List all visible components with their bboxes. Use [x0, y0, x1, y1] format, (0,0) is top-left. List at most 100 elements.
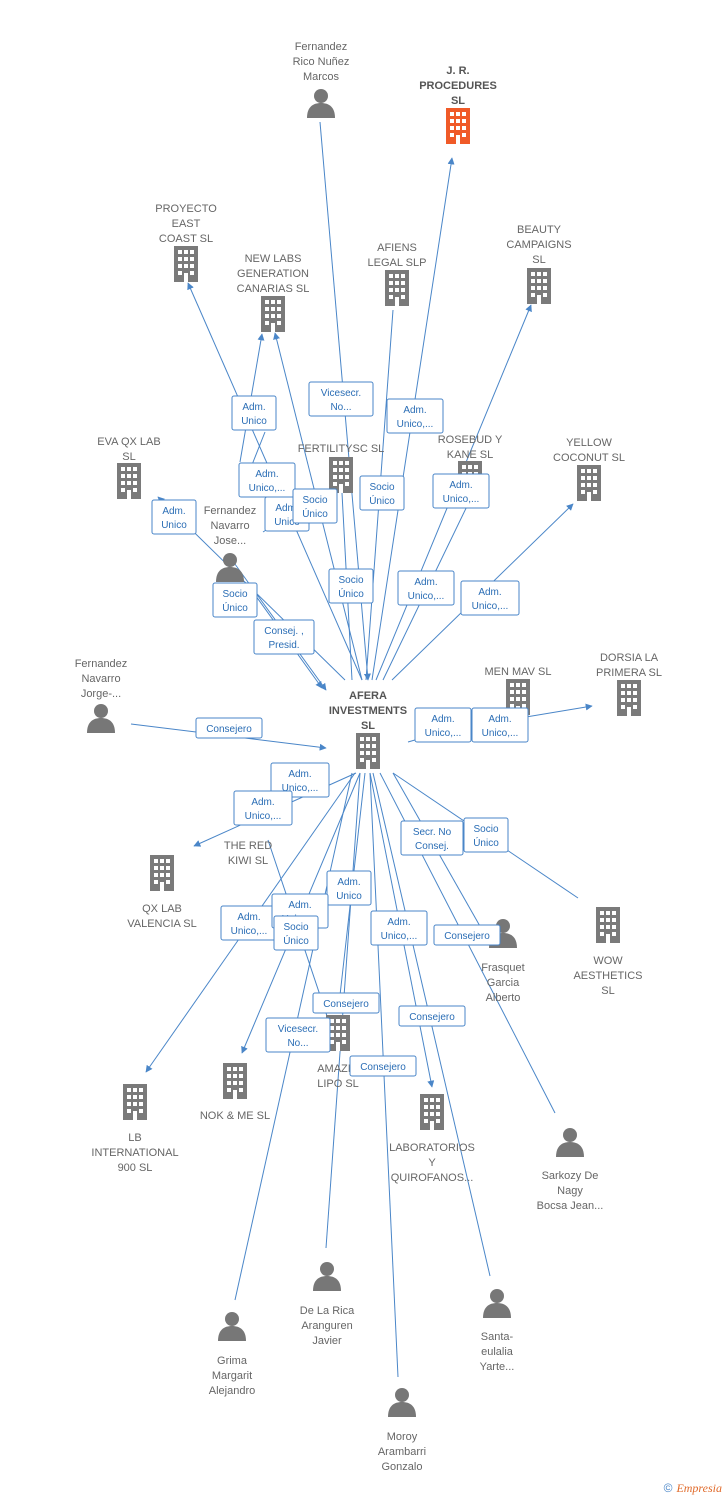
edge-label-l4[interactable]: Adm.Unico,...: [238, 462, 296, 498]
node-fertilitysc[interactable]: FERTILITYSC SL: [298, 443, 385, 493]
edge-label-text: Único: [302, 507, 328, 520]
building-icon: [223, 1063, 247, 1099]
node-label: NEW LABS: [245, 253, 302, 265]
node-label: Yarte...: [480, 1361, 515, 1373]
edge-label-text: Unico,...: [472, 601, 509, 612]
node-label: SL: [122, 451, 135, 463]
edge-label-l26[interactable]: Adm.Unico,...: [370, 910, 428, 946]
edge-label-l7[interactable]: Adm.Unico: [151, 499, 197, 535]
edge-label-l23[interactable]: Adm.Unico,...: [220, 905, 278, 941]
edge-label-text: Secr. No: [413, 827, 452, 838]
edge-label-l1[interactable]: Adm.Unico: [231, 395, 277, 431]
edge-label-l6[interactable]: Adm.Unico,...: [432, 473, 490, 509]
node-label: Javier: [312, 1335, 342, 1347]
edge-label-text: Adm.: [275, 503, 298, 514]
edge-label-text: Unico,...: [381, 931, 418, 942]
edge-label-l2[interactable]: Vicesecr.No...: [308, 381, 374, 417]
node-label: SL: [451, 95, 465, 107]
edge-label-l18[interactable]: Adm.Unico,...: [270, 762, 330, 798]
edge-label-text: Adm.: [288, 769, 311, 780]
building-icon: [356, 733, 380, 769]
node-label: Frasquet: [481, 962, 524, 974]
node-nokme[interactable]: NOK & ME SL: [200, 1063, 270, 1122]
edge-label-l30[interactable]: Consejero: [398, 1005, 466, 1027]
edge-label-l12[interactable]: Adm.Unico,...: [460, 580, 520, 616]
edge-label-text: Socio: [473, 824, 498, 835]
edge-label-box: [471, 707, 529, 743]
node-label: Rico Nuñez: [293, 56, 350, 68]
node-label: FERTILITYSC SL: [298, 443, 385, 455]
node-label: Y: [428, 1157, 436, 1169]
building-icon: [261, 296, 285, 332]
node-label: QX LAB: [142, 903, 182, 915]
node-menmav[interactable]: MEN MAV SL: [484, 666, 552, 715]
node-label: Marcos: [303, 71, 340, 83]
edge-label-l31[interactable]: Consejero: [349, 1055, 417, 1077]
edge-label-text: No...: [287, 1038, 308, 1049]
node-label: INVESTMENTS: [329, 705, 407, 717]
edge-label-box: [386, 398, 444, 434]
edge-label-text: Adm.: [237, 912, 260, 923]
edge-label-box: [414, 707, 472, 743]
node-qxvalencia[interactable]: QX LAB VALENCIA SL: [127, 855, 197, 930]
edge-label-l29[interactable]: Vicesecr.No...: [265, 1017, 331, 1053]
node-label: MEN MAV SL: [484, 666, 551, 678]
edge-label-l22[interactable]: Adm.Unico: [326, 870, 372, 906]
node-label: VALENCIA SL: [127, 918, 197, 930]
edge-label-l15[interactable]: Consejero: [195, 717, 263, 739]
edge-label-l3[interactable]: Adm.Unico,...: [386, 398, 444, 434]
node-santa[interactable]: Santa-eulaliaYarte...: [480, 1289, 515, 1373]
node-fernandez_jorge[interactable]: FernandezNavarroJorge-...: [75, 658, 128, 733]
node-label: THE RED: [224, 840, 272, 852]
edge-label-l27[interactable]: Consejero: [433, 924, 501, 946]
edge-label-box: [326, 870, 372, 906]
edge-label-l19[interactable]: Adm.Unico,...: [233, 790, 293, 826]
edge-label-l11[interactable]: Adm.Unico,...: [397, 570, 455, 606]
building-icon: [150, 855, 174, 891]
node-label: SL: [601, 985, 614, 997]
node-label: CANARIAS SL: [237, 283, 310, 295]
edge-label-text: Adm.: [488, 714, 511, 725]
node-laboratorios[interactable]: LABORATORIOSYQUIROFANOS...: [389, 1094, 475, 1184]
edge-label-l14[interactable]: Consej. ,Presid.: [253, 619, 315, 655]
node-label: EAST: [172, 218, 201, 230]
edge-label-l28[interactable]: Consejero: [312, 992, 380, 1014]
edge-label-l17[interactable]: Adm.Unico,...: [471, 707, 529, 743]
node-label: Arambarri: [378, 1446, 426, 1458]
node-label: PROCEDURES: [419, 80, 497, 92]
node-label: YELLOW: [566, 437, 612, 449]
edge-label-box: [151, 499, 197, 535]
edge-label-l16[interactable]: Adm.Unico,...: [414, 707, 472, 743]
edge-label-box: [433, 924, 501, 946]
node-fernandez_jose[interactable]: FernandezNavarroJose...: [204, 505, 257, 582]
node-label: Moroy: [387, 1431, 418, 1443]
